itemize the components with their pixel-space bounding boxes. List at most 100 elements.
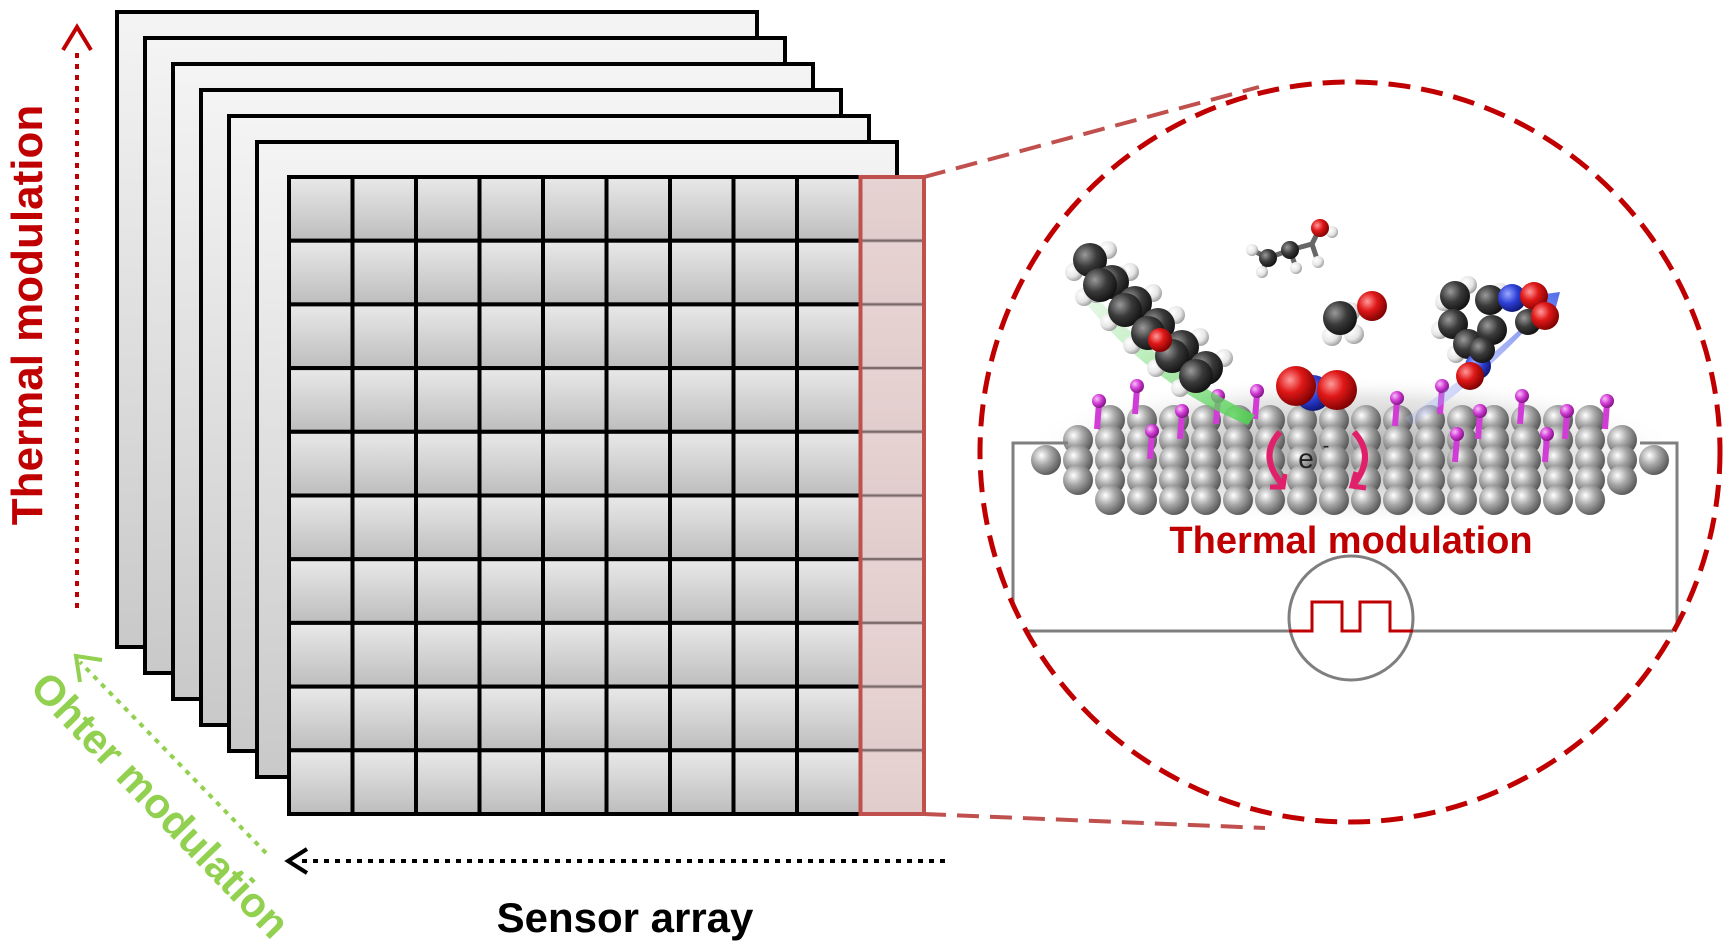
surface-atom bbox=[1383, 485, 1413, 515]
hydrogen-atom bbox=[1326, 226, 1338, 238]
sensor-cell bbox=[541, 557, 609, 625]
sensor-cell bbox=[414, 557, 482, 625]
sensor-cell bbox=[604, 175, 672, 243]
sensor-cell bbox=[795, 493, 863, 562]
sensor-cell bbox=[414, 684, 482, 753]
highlighted-cell bbox=[859, 685, 925, 752]
sensor-cell bbox=[541, 429, 609, 498]
molecule-ethanol bbox=[1246, 219, 1338, 278]
highlighted-cell bbox=[859, 367, 925, 433]
heater-circuit bbox=[1011, 441, 1679, 682]
thermal-axis-label: Thermal modulation bbox=[3, 105, 52, 525]
sensor-cell bbox=[731, 493, 799, 562]
sensor-cell bbox=[287, 493, 355, 562]
sensor-cell bbox=[287, 302, 355, 371]
surface-atom bbox=[1159, 485, 1189, 515]
sensor-cell bbox=[604, 493, 672, 562]
sensor-cell bbox=[414, 748, 482, 816]
sensor-cell bbox=[668, 748, 736, 816]
nitrogen-atom bbox=[1498, 284, 1526, 312]
sensor-cell bbox=[350, 620, 418, 689]
molecule-small-oxygenated bbox=[1322, 291, 1387, 346]
sensor-array-arrow bbox=[284, 847, 945, 875]
zoom-circle bbox=[977, 79, 1723, 825]
dopant-atom bbox=[1450, 427, 1464, 441]
sensor-cell bbox=[541, 620, 609, 689]
sensor-cell bbox=[731, 238, 799, 307]
electron-label: e bbox=[1298, 443, 1314, 474]
highlighted-cell bbox=[859, 621, 925, 688]
surface-atom bbox=[1191, 485, 1221, 515]
dopant-atom bbox=[1540, 427, 1554, 441]
sensor-cell bbox=[604, 238, 672, 307]
carbon-atom bbox=[1475, 285, 1505, 315]
sensor-cell bbox=[604, 366, 672, 434]
surface-atom bbox=[1127, 485, 1157, 515]
sensor-cell bbox=[604, 302, 672, 371]
surface-atom bbox=[1095, 485, 1125, 515]
sensor-cell bbox=[731, 557, 799, 625]
hydrogen-atom bbox=[1246, 244, 1258, 256]
surface-atom bbox=[1287, 485, 1317, 515]
dopant-atom bbox=[1600, 394, 1614, 408]
sensor-cell bbox=[604, 684, 672, 753]
sensor-cell bbox=[477, 302, 545, 371]
sensor-cell bbox=[350, 557, 418, 625]
surface-atom bbox=[1319, 485, 1349, 515]
green-adsorption-arrow bbox=[1082, 290, 1255, 425]
highlighted-column bbox=[858, 175, 926, 816]
oxygen-atom bbox=[1456, 362, 1484, 390]
sensor-cell bbox=[477, 429, 545, 498]
carbon-atom bbox=[1083, 268, 1117, 302]
sensor-cell bbox=[795, 429, 863, 498]
sensor-cell bbox=[668, 366, 736, 434]
sensor-cell bbox=[795, 557, 863, 625]
sensor-cell bbox=[414, 238, 482, 307]
sensor-cell bbox=[414, 175, 482, 243]
sensor-cell bbox=[541, 302, 609, 371]
sensor-cell bbox=[668, 302, 736, 371]
dopant-atom bbox=[1390, 391, 1404, 405]
sensor-cell bbox=[414, 302, 482, 371]
carbon-atom bbox=[1179, 359, 1213, 393]
oxygen-atom bbox=[1311, 219, 1329, 237]
sensor-cell bbox=[541, 238, 609, 307]
sensor-cell bbox=[795, 238, 863, 307]
highlighted-cell bbox=[859, 239, 925, 306]
surface-atom bbox=[1607, 465, 1637, 495]
dopant-atom bbox=[1175, 404, 1189, 418]
sensor-cell bbox=[668, 620, 736, 689]
sensor-cell bbox=[541, 493, 609, 562]
sensor-cell bbox=[477, 366, 545, 434]
sensor-cell bbox=[477, 175, 545, 243]
sensor-cell bbox=[795, 684, 863, 753]
sensor-array-label: Sensor array bbox=[497, 894, 754, 941]
sensing-surface bbox=[1031, 379, 1669, 515]
molecule-large-aromatic bbox=[1065, 241, 1233, 397]
sensor-cell bbox=[287, 557, 355, 625]
sensor-cell bbox=[668, 684, 736, 753]
sensor-cell bbox=[731, 684, 799, 753]
sensor-cell bbox=[731, 175, 799, 243]
highlighted-cell bbox=[859, 558, 925, 624]
highlighted-cell bbox=[859, 749, 925, 815]
sensor-cell bbox=[477, 238, 545, 307]
carbon-atom bbox=[1259, 249, 1277, 267]
dopant-atom bbox=[1473, 404, 1487, 418]
sensor-cell bbox=[477, 620, 545, 689]
electron-superscript: - bbox=[1323, 435, 1330, 457]
sensor-cell bbox=[604, 429, 672, 498]
sensor-cell bbox=[350, 302, 418, 371]
sensor-cell bbox=[287, 620, 355, 689]
sensor-cell bbox=[731, 620, 799, 689]
surface-atom bbox=[1031, 445, 1061, 475]
sensor-cell bbox=[604, 557, 672, 625]
sensor-cell bbox=[795, 748, 863, 816]
blue-desorption-arrow bbox=[1405, 292, 1560, 426]
sensor-cell bbox=[795, 302, 863, 371]
highlighted-cell bbox=[859, 303, 925, 370]
sensor-cell bbox=[414, 493, 482, 562]
surface-atom bbox=[1575, 485, 1605, 515]
highlighted-cell bbox=[859, 430, 925, 497]
surface-atom bbox=[1511, 485, 1541, 515]
